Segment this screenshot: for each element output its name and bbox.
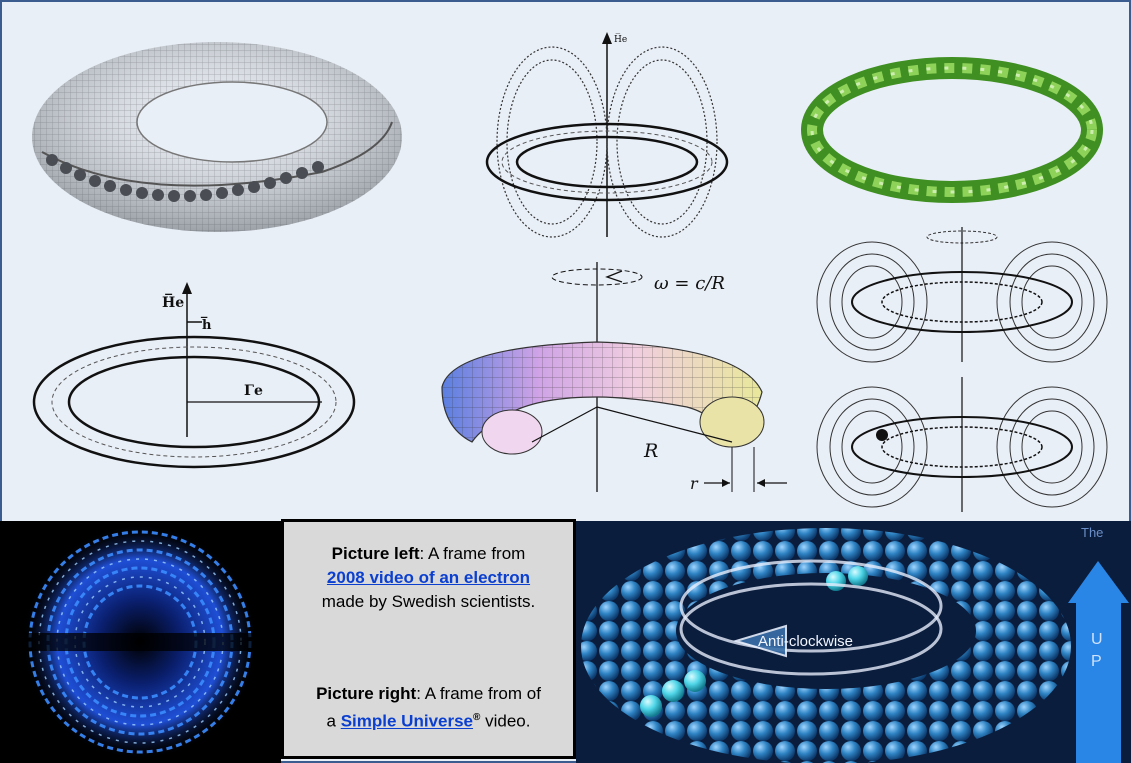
electron-video-link[interactable]: 2008 video of an electron (326, 568, 531, 587)
caption-left-description: Picture left: A frame from 2008 video of… (284, 542, 573, 614)
r-label: r (690, 474, 699, 493)
caption-right-text-2: video. (480, 711, 531, 731)
simple-universe-frame: Anti-clockwise U P The (576, 521, 1131, 763)
up-letter-u: U (1091, 631, 1103, 648)
h-label: h̅ (200, 316, 212, 333)
simple-universe-link[interactable]: Simple Universe (340, 711, 473, 731)
electron-photo (0, 521, 281, 763)
green-helix-ring-image (787, 42, 1117, 217)
caption-left-title: Picture left (331, 544, 420, 563)
R-label: R (643, 440, 658, 462)
re-label: Γe (244, 383, 263, 399)
field-lines-ring-diagram: H̅e (432, 22, 782, 252)
colored-torus-diagram: ω = c/R R r (432, 257, 792, 497)
he-label-top: H̅e (614, 33, 627, 45)
mesh-torus-image (22, 32, 412, 242)
up-letter-p: P (1091, 653, 1102, 670)
caption-right-text-pre: a (326, 711, 341, 731)
field-lines-diagram-lower (802, 377, 1122, 517)
omega-equation: ω = c/R (654, 273, 725, 294)
caption-right-title: Picture right (316, 684, 417, 703)
ring-vector-diagram: H̅e h̅ Γe (22, 277, 367, 482)
registered-mark: ® (473, 712, 481, 723)
anti-clockwise-label: Anti-clockwise (758, 633, 854, 650)
caption-right-text-1: : A frame from of (416, 684, 541, 703)
caption-right-description: Picture right: A frame from of a Simple … (284, 682, 573, 734)
He-label: H̅e (162, 292, 184, 311)
corner-text: The (1081, 525, 1104, 540)
caption-left-text-2: made by Swedish scientists. (321, 592, 536, 611)
field-lines-diagram-upper (802, 222, 1122, 367)
caption-left-text-1: : A frame from (419, 544, 526, 563)
caption-box: Picture left: A frame from 2008 video of… (281, 519, 576, 759)
